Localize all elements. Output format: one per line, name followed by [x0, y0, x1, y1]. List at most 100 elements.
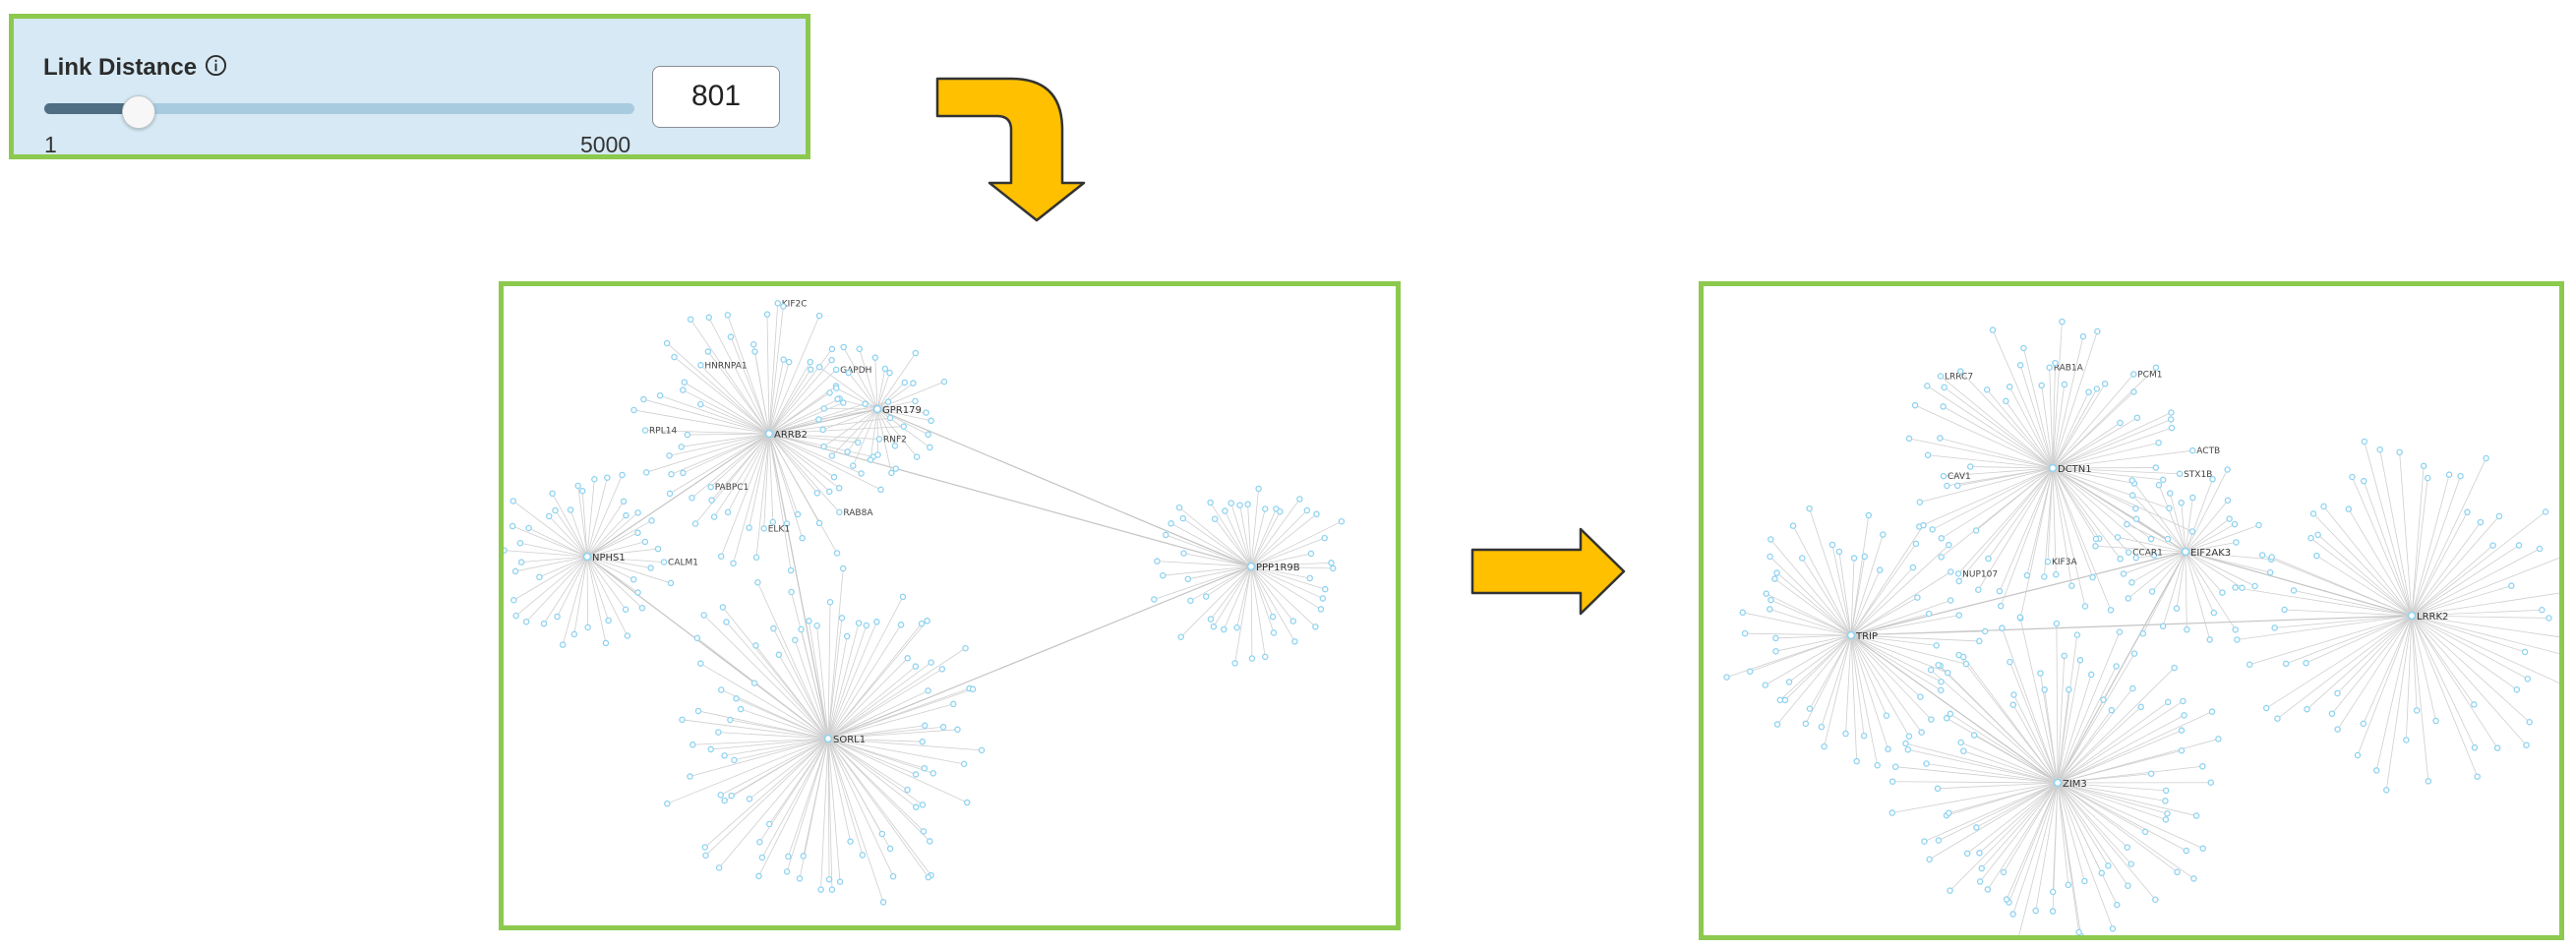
after-node[interactable] [2125, 549, 2132, 556]
after-node[interactable] [1828, 541, 1836, 549]
before-node[interactable] [681, 379, 689, 386]
after-node[interactable] [2114, 534, 2122, 541]
after-node[interactable] [2068, 582, 2075, 589]
before-node[interactable] [516, 539, 524, 547]
before-node[interactable] [886, 414, 894, 422]
before-node[interactable] [1248, 655, 1256, 662]
after-node[interactable] [2132, 554, 2139, 562]
after-node[interactable] [1953, 482, 1961, 490]
after-node[interactable] [2251, 582, 2258, 590]
after-node[interactable] [1940, 472, 1947, 480]
after-node[interactable] [2166, 505, 2173, 512]
before-node[interactable] [954, 726, 961, 734]
after-node[interactable] [1925, 610, 1933, 618]
before-node[interactable] [624, 632, 631, 639]
before-node[interactable] [807, 366, 814, 373]
after-node[interactable] [2100, 696, 2107, 703]
before-node[interactable] [756, 838, 763, 846]
before-node[interactable] [1222, 507, 1228, 514]
before-node[interactable] [921, 764, 929, 772]
after-node[interactable] [2020, 344, 2027, 352]
after-node[interactable] [1960, 747, 1967, 754]
after-node[interactable] [1947, 597, 1954, 604]
before-node[interactable] [826, 598, 834, 606]
before-node[interactable] [638, 604, 646, 612]
after-node[interactable] [2085, 388, 2092, 395]
after-node[interactable] [2232, 584, 2239, 591]
before-node[interactable] [927, 444, 933, 451]
before-node[interactable] [630, 406, 637, 414]
after-node[interactable] [1888, 809, 1896, 816]
after-node[interactable] [2167, 416, 2175, 423]
before-node[interactable] [919, 738, 927, 745]
before-node[interactable] [828, 452, 836, 459]
before-node[interactable] [1270, 629, 1278, 636]
after-node[interactable] [2361, 438, 2368, 445]
before-node[interactable] [750, 680, 758, 686]
after-node[interactable] [1885, 745, 1891, 753]
before-node[interactable] [1184, 575, 1192, 583]
before-node[interactable] [840, 399, 847, 406]
before-node[interactable] [678, 444, 686, 450]
before-node[interactable] [774, 300, 782, 307]
before-node[interactable] [817, 886, 824, 893]
before-node[interactable] [724, 312, 732, 319]
before-node[interactable] [780, 356, 787, 363]
network-graph-before[interactable]: RNF2RAB8AELK1PABPC1RPL14HNRNPA1KIF2CGAPD… [504, 286, 1396, 925]
after-node[interactable] [2003, 397, 2009, 405]
after-node[interactable] [2424, 474, 2431, 482]
before-node[interactable] [875, 436, 883, 443]
after-node[interactable] [2268, 554, 2275, 561]
before-node[interactable] [815, 312, 823, 320]
after-node[interactable] [1771, 575, 1778, 582]
after-node[interactable] [2081, 877, 2088, 885]
after-node[interactable] [1874, 761, 1881, 769]
after-node[interactable] [1940, 403, 1947, 410]
before-node[interactable] [1317, 606, 1325, 613]
after-node[interactable] [2383, 787, 2390, 794]
before-node[interactable] [724, 508, 732, 516]
after-node[interactable] [1861, 553, 1869, 561]
before-node[interactable] [763, 311, 771, 318]
after-node[interactable] [2167, 490, 2174, 497]
before-node[interactable] [839, 564, 847, 572]
before-node[interactable] [758, 854, 766, 861]
before-node[interactable] [838, 615, 846, 622]
after-node[interactable] [2073, 631, 2081, 638]
after-node[interactable] [2053, 620, 2061, 627]
after-node[interactable] [2334, 726, 2341, 733]
before-node[interactable] [962, 644, 969, 652]
after-node[interactable] [2513, 685, 2521, 693]
before-node[interactable] [1319, 595, 1327, 602]
before-node[interactable] [863, 622, 870, 629]
after-node[interactable] [1963, 850, 1971, 858]
after-node[interactable] [2189, 494, 2196, 502]
after-node[interactable] [1935, 837, 1943, 844]
after-node[interactable] [2092, 535, 2100, 543]
after-node[interactable] [2219, 589, 2226, 596]
before-node[interactable] [715, 729, 722, 736]
after-node[interactable] [1772, 647, 1779, 655]
before-node[interactable] [647, 564, 654, 571]
before-node[interactable] [828, 886, 836, 893]
after-node[interactable] [2334, 689, 2341, 697]
before-node[interactable] [640, 395, 647, 403]
before-node[interactable] [813, 490, 821, 497]
after-node[interactable] [2231, 520, 2239, 528]
before-node[interactable] [850, 462, 857, 469]
before-node[interactable] [693, 634, 701, 642]
after-node[interactable] [2141, 828, 2149, 836]
after-node[interactable] [1835, 548, 1843, 556]
after-node[interactable] [1955, 577, 1963, 585]
before-node[interactable] [687, 773, 693, 780]
before-node[interactable] [969, 685, 977, 693]
after-node[interactable] [2309, 510, 2317, 517]
after-node[interactable] [2087, 671, 2095, 679]
before-node[interactable] [1306, 574, 1314, 582]
before-node[interactable] [833, 550, 841, 557]
after-node[interactable] [2345, 505, 2353, 512]
before-node[interactable] [788, 588, 795, 596]
before-node[interactable] [1312, 623, 1319, 630]
after-node[interactable] [1947, 887, 1953, 894]
after-node[interactable] [2282, 660, 2290, 668]
